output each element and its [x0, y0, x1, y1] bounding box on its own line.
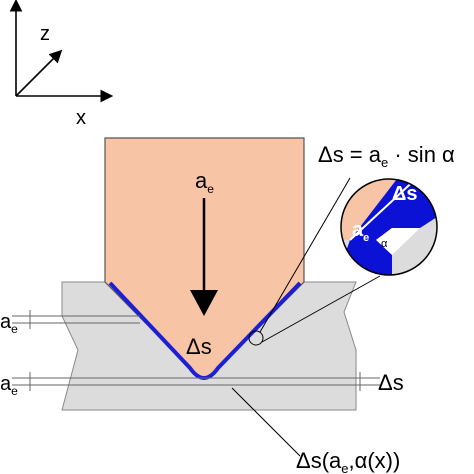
right-ds-label: Δs: [378, 370, 404, 395]
bottom-formula: Δs(ae,α(x)): [296, 448, 400, 474]
detail-magnifier: Δs ae α: [340, 178, 438, 276]
formula-leader: [231, 387, 301, 457]
layer-label-bottom: ae: [0, 373, 18, 398]
detail-ds-label: Δs: [392, 183, 418, 205]
zoom-line-top: [259, 177, 351, 333]
z-axis-label: z: [40, 23, 50, 45]
detail-ae-label: ae: [352, 219, 369, 244]
center-ds-label: Δs: [186, 334, 212, 359]
layer-lines: [12, 310, 380, 391]
detail-alpha-label: α: [381, 238, 388, 250]
x-axis-label: x: [76, 107, 86, 129]
zoom-line-bottom: [261, 275, 381, 343]
feed-arrow: [190, 198, 218, 316]
layer-label-top: ae: [0, 311, 18, 336]
feed-label: ae: [195, 168, 214, 196]
detail-marker: [248, 330, 264, 346]
down-arrow-icon: [190, 290, 218, 316]
axis-arrow-icon: [15, 49, 63, 97]
coordinate-system: z x: [9, 0, 114, 129]
formula: Δs = ae · sin α: [318, 142, 455, 170]
